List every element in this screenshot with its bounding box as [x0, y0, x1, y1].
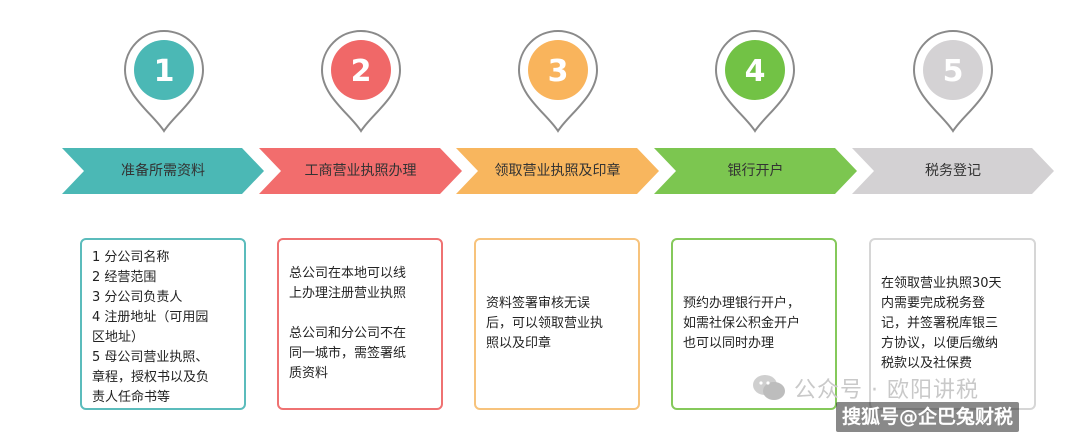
- step-chevron-2: [259, 148, 462, 194]
- card-line: 1 分公司名称: [92, 250, 170, 265]
- card-line: 区地址）: [92, 330, 145, 345]
- step-chevron-3: [456, 148, 659, 194]
- step-title-5: 税务登记: [925, 163, 981, 179]
- card-line: 照以及印章: [486, 336, 552, 351]
- step-pin-3: 3: [517, 30, 599, 133]
- wechat-icon: [753, 375, 785, 400]
- step-card-5: 在领取营业执照30天 内需要完成税务登 记，并签署税库银三 方协议，以便后缴纳 …: [869, 238, 1036, 410]
- card-line: 4 注册地址（可用园: [92, 310, 209, 325]
- step-title-2: 工商营业执照办理: [304, 163, 417, 179]
- step-number: 4: [745, 54, 766, 89]
- card-line: 章程，授权书以及负: [92, 370, 210, 385]
- step-chevron-4: [654, 148, 857, 194]
- card-line: 方协议，以便后缴纳: [881, 336, 999, 351]
- step-title-4: 银行开户: [727, 163, 784, 179]
- step-card-2: 总公司在本地可以线 上办理注册营业执照 总公司和分公司不在 同一城市，需签署纸 …: [277, 238, 443, 410]
- step-number: 3: [548, 54, 569, 89]
- step-pin-1: 1: [123, 30, 205, 133]
- step-chevron-5: [852, 148, 1054, 194]
- step-chevron-1: [62, 148, 264, 194]
- card-spacer: [289, 304, 431, 324]
- source-badge: 搜狐号@企巴兔财税: [836, 402, 1020, 432]
- step-card-3: 资料签署审核无误 后，可以领取营业执 照以及印章: [474, 238, 640, 410]
- step-pin-4: 4: [714, 30, 796, 133]
- card-line: 同一城市，需签署纸: [289, 346, 407, 361]
- step-card-1: 1 分公司名称 2 经营范围 3 分公司负责人 4 注册地址（可用园 区地址） …: [80, 238, 246, 410]
- card-line: 也可以同时办理: [683, 336, 775, 351]
- card-line: 内需要完成税务登: [881, 296, 986, 311]
- card-line: 税款以及社保费: [881, 356, 973, 371]
- card-line: 5 母公司营业执照、: [92, 350, 209, 365]
- step-title-1: 准备所需资料: [121, 163, 205, 179]
- step-number: 2: [351, 54, 372, 89]
- step-pin-circle: [923, 40, 983, 100]
- step-pin-2: 2: [320, 30, 402, 133]
- card-line: 如需社保公积金开户: [683, 316, 801, 331]
- step-pin-circle: [134, 40, 194, 100]
- card-line: 3 分公司负责人: [92, 290, 183, 305]
- card-line: 记，并签署税库银三: [881, 316, 999, 331]
- watermark: 公众号 · 欧阳讲税: [752, 372, 979, 404]
- card-line: 总公司和分公司不在: [289, 326, 407, 341]
- card-line: 责人任命书等: [92, 390, 171, 405]
- step-pin-circle: [528, 40, 588, 100]
- watermark-text: 公众号 · 欧阳讲税: [794, 378, 979, 403]
- step-title-3: 领取营业执照及印章: [494, 163, 621, 179]
- card-line: 上办理注册营业执照: [289, 286, 407, 301]
- step-pin-5: 5: [912, 30, 994, 133]
- card-line: 总公司在本地可以线: [289, 266, 407, 281]
- card-line: 2 经营范围: [92, 270, 157, 285]
- step-number: 1: [154, 54, 175, 89]
- card-line: 预约办理银行开户，: [683, 296, 801, 311]
- card-line: 质资料: [289, 366, 329, 381]
- step-pin-circle: [331, 40, 391, 100]
- step-pin-circle: [725, 40, 785, 100]
- card-line: 后，可以领取营业执: [486, 316, 604, 331]
- card-line: 资料签署审核无误: [486, 296, 591, 311]
- step-number: 5: [943, 54, 964, 89]
- card-line: 在领取营业执照30天: [881, 276, 1002, 291]
